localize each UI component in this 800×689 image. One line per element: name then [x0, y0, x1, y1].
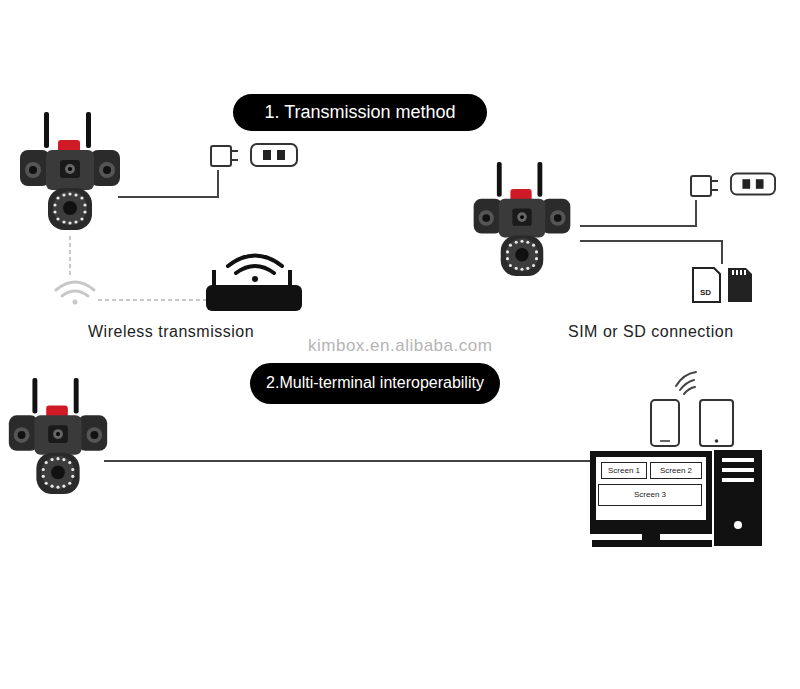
mobile-devices	[660, 440, 670, 442]
camera-multi-terminal	[9, 378, 107, 494]
sim-sd-cards	[740, 270, 742, 275]
screen-label: Screen 1	[608, 466, 640, 475]
router	[206, 256, 302, 312]
screen-pane: Screen 3	[598, 484, 702, 506]
mobile-devices	[651, 372, 733, 446]
camera-sim-sd	[474, 162, 571, 276]
mobile-devices	[715, 439, 719, 443]
power-adapter	[211, 144, 297, 166]
power-adapter	[691, 173, 775, 196]
sim-sd-cards	[728, 268, 752, 302]
computer-tower	[714, 450, 762, 546]
mobile-devices	[651, 400, 679, 446]
section-heading: 1. Transmission method	[233, 94, 487, 131]
sim-sd-cards	[693, 268, 720, 302]
mobile-devices	[700, 400, 733, 446]
screen-pane: Screen 2	[650, 462, 702, 479]
wireless-link	[69, 236, 71, 276]
sim-sd-cards	[736, 270, 738, 275]
mobile-devices	[676, 372, 696, 394]
router	[228, 256, 282, 274]
router	[252, 276, 258, 282]
screen-pane: Screen 1	[601, 462, 647, 479]
camera-wires	[580, 241, 722, 264]
power-adapter	[251, 144, 297, 166]
card-label: SD	[700, 288, 711, 297]
camera-wireless	[20, 112, 120, 230]
screen-label: Screen 2	[660, 466, 692, 475]
computer-tower	[714, 450, 762, 546]
caption-label: Wireless transmission	[88, 323, 254, 341]
sim-sd-cards	[732, 270, 734, 275]
wifi-symbol	[62, 291, 88, 296]
router	[206, 285, 302, 311]
wireless-link	[70, 236, 208, 300]
router	[288, 270, 292, 288]
camera-multi-terminal	[9, 378, 107, 494]
power-adapter	[731, 173, 775, 194]
sim-sd-cards	[732, 270, 746, 275]
network-wire	[104, 461, 592, 462]
network-wire	[104, 460, 592, 462]
computer-monitor	[590, 451, 712, 547]
wifi-symbol	[73, 300, 78, 305]
power-wire	[118, 170, 218, 197]
power-wire	[118, 170, 218, 197]
camera-sim-sd	[474, 162, 571, 276]
computer-monitor	[596, 457, 706, 520]
screen-label: Screen 3	[634, 490, 666, 499]
caption-label: SIM or SD connection	[568, 323, 734, 341]
sim-sd-cards	[744, 270, 746, 275]
heading-text: 1. Transmission method	[264, 102, 455, 123]
wifi-symbol	[56, 282, 94, 305]
section-heading: 2.Multi-terminal interoperability	[250, 363, 500, 404]
mobile-devices	[676, 372, 696, 386]
wireless-link	[98, 299, 208, 301]
computer-tower	[734, 521, 742, 529]
computer-tower	[722, 468, 754, 472]
computer-tower	[722, 458, 754, 462]
watermark: kimbox.en.alibaba.com	[308, 336, 492, 356]
power-adapter	[211, 146, 238, 166]
power-adapter	[691, 176, 718, 196]
computer-monitor	[590, 451, 712, 534]
wifi-symbol	[56, 282, 94, 290]
router	[236, 266, 274, 273]
router	[212, 270, 216, 288]
camera-wires	[580, 200, 722, 264]
camera-wires	[580, 200, 696, 226]
sim-sd-cards	[693, 268, 752, 302]
computer-tower	[722, 478, 754, 482]
mobile-devices	[684, 387, 695, 394]
camera-wireless	[20, 112, 120, 230]
heading-text: 2.Multi-terminal interoperability	[266, 375, 484, 392]
computer-monitor	[592, 540, 712, 547]
